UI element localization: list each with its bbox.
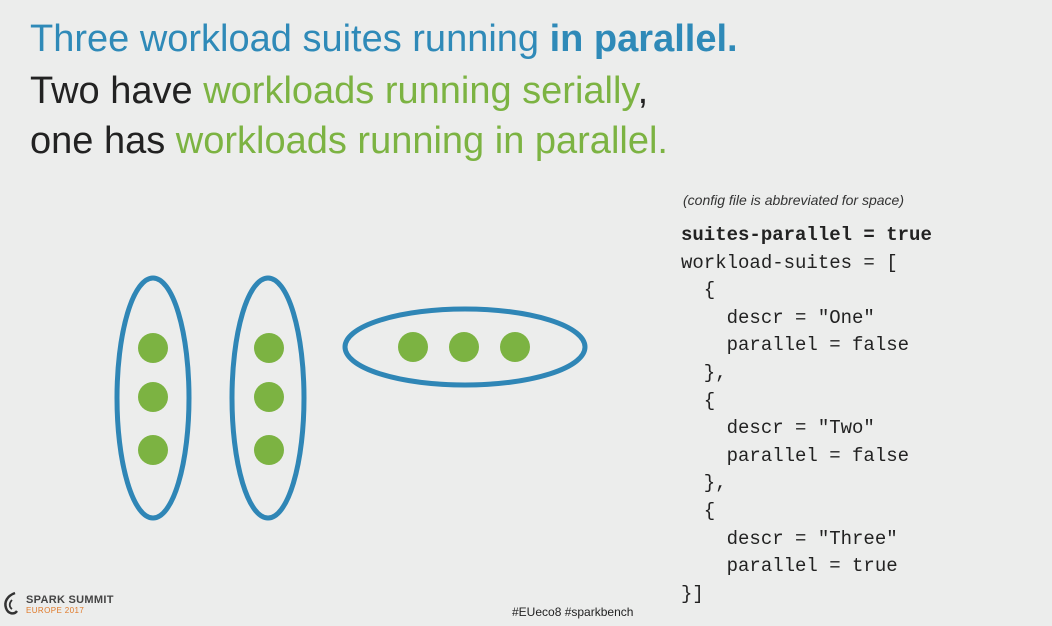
workload-dot (138, 333, 168, 363)
spark-logo-icon (4, 591, 18, 615)
workload-suites-diagram (114, 275, 588, 521)
workload-dot (254, 382, 284, 412)
hashtags: #EUeco8 #sparkbench (512, 605, 634, 619)
suite-two-outline (229, 275, 307, 521)
suite-two (229, 275, 307, 521)
config-line: parallel = false (681, 334, 910, 357)
workload-dot (500, 332, 530, 362)
headline-line-2-text: Two have (30, 70, 204, 112)
config-line: parallel = false (681, 444, 910, 467)
logo-name: SPARK SUMMIT (26, 594, 114, 606)
config-line: { (681, 389, 716, 412)
workload-dot (138, 435, 168, 465)
headline-line-1-text: Three workload suites running (30, 18, 550, 60)
config-line: }] (681, 582, 704, 605)
headline-line-2-highlight: workloads running serially (203, 70, 638, 112)
config-line: suites-parallel = true (681, 224, 932, 246)
config-line: { (681, 279, 716, 302)
config-line: descr = "One" (681, 306, 875, 329)
config-note: (config file is abbreviated for space) (683, 192, 904, 208)
config-code-block: suites-parallel = true workload-suites =… (681, 222, 932, 608)
workload-dot (138, 382, 168, 412)
spark-summit-logo: SPARK SUMMIT EUROPE 2017 (0, 590, 114, 620)
config-line: { (681, 499, 716, 522)
suite-one (114, 275, 192, 521)
config-line: descr = "Two" (681, 417, 875, 440)
headline-line-3-text: one has (30, 120, 176, 162)
workload-dot (254, 333, 284, 363)
headline-line-2: Two have workloads running serially, (30, 72, 648, 110)
logo-subtitle: EUROPE 2017 (26, 606, 85, 615)
headline-line-1: Three workload suites running in paralle… (30, 20, 738, 58)
headline-line-3: one has workloads running in parallel. (30, 122, 668, 160)
workload-dot (254, 435, 284, 465)
config-line: workload-suites = [ (681, 251, 898, 274)
suite-one-outline (114, 275, 192, 521)
config-line: }, (681, 472, 727, 495)
headline-line-3-highlight: workloads running in parallel. (175, 120, 668, 162)
config-line: parallel = true (681, 555, 898, 578)
headline-line-2-end: , (637, 70, 649, 112)
headline-emphasis: in parallel. (549, 18, 738, 60)
suite-three-outline (342, 306, 588, 388)
suite-three (342, 306, 588, 388)
config-line: descr = "Three" (681, 527, 898, 550)
config-line: }, (681, 361, 727, 384)
workload-dot (398, 332, 428, 362)
workload-dot (449, 332, 479, 362)
